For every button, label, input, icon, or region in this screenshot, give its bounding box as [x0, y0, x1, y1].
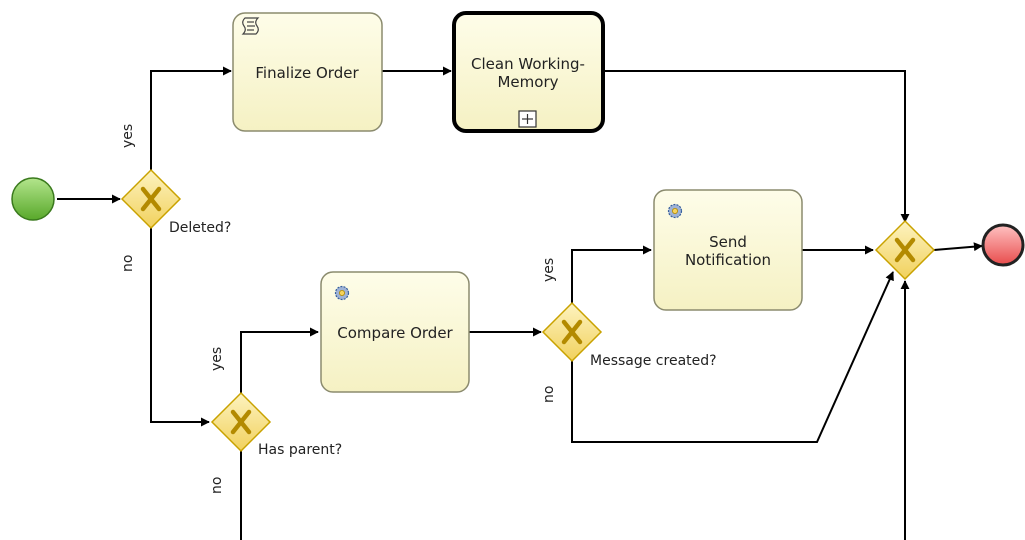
edge-merge-to-end[interactable]: [933, 242, 983, 252]
gateway-merge[interactable]: [874, 219, 936, 281]
edge-label-has-parent-no: no: [209, 477, 225, 494]
edge-label-deleted-no: no: [120, 255, 136, 272]
task-send-label-line2: Notification: [685, 251, 771, 269]
task-compare-order-label: Compare Order: [337, 324, 453, 342]
exclusive-x-icon: [894, 237, 916, 263]
edge-message-no[interactable]: [571, 271, 894, 443]
task-compare-order[interactable]: Compare Order: [320, 271, 470, 393]
gateway-has-parent-label: Has parent?: [258, 442, 342, 458]
gateway-has-parent[interactable]: [210, 391, 272, 453]
edge-label-deleted-yes: yes: [120, 124, 136, 148]
edges: [57, 66, 983, 540]
edge-label-message-yes: yes: [541, 258, 557, 282]
task-clean-working-memory[interactable]: Clean Working- Memory: [452, 11, 605, 133]
task-clean-label-line2: Memory: [497, 73, 558, 91]
task-send-label-line1: Send: [709, 233, 747, 251]
end-event[interactable]: [981, 223, 1025, 267]
task-finalize-order[interactable]: Finalize Order: [232, 12, 383, 132]
gateway-deleted[interactable]: [120, 168, 182, 230]
edge-message-yes[interactable]: [571, 245, 652, 303]
edge-label-message-no: no: [541, 386, 557, 403]
task-send-notification[interactable]: Send Notification: [653, 189, 803, 311]
script-icon: [241, 17, 260, 35]
gateway-deleted-label: Deleted?: [169, 220, 231, 236]
task-finalize-order-label: Finalize Order: [255, 64, 359, 82]
subprocess-marker-icon[interactable]: [518, 110, 537, 128]
start-event[interactable]: [11, 177, 55, 221]
edge-deleted-yes[interactable]: [150, 66, 232, 172]
exclusive-x-icon: [140, 186, 162, 212]
gateway-message-created-label: Message created?: [590, 353, 717, 369]
edge-has-parent-yes[interactable]: [240, 327, 319, 393]
gateway-message-created[interactable]: [541, 301, 603, 363]
service-gear-icon: [334, 285, 350, 301]
service-gear-icon: [667, 203, 683, 219]
edge-clean-to-merge[interactable]: [603, 70, 910, 223]
exclusive-x-icon: [561, 319, 583, 345]
task-clean-label-line1: Clean Working-: [471, 55, 585, 73]
edge-label-has-parent-yes: yes: [209, 347, 225, 371]
edge-deleted-no[interactable]: [150, 227, 210, 427]
exclusive-x-icon: [230, 409, 252, 435]
